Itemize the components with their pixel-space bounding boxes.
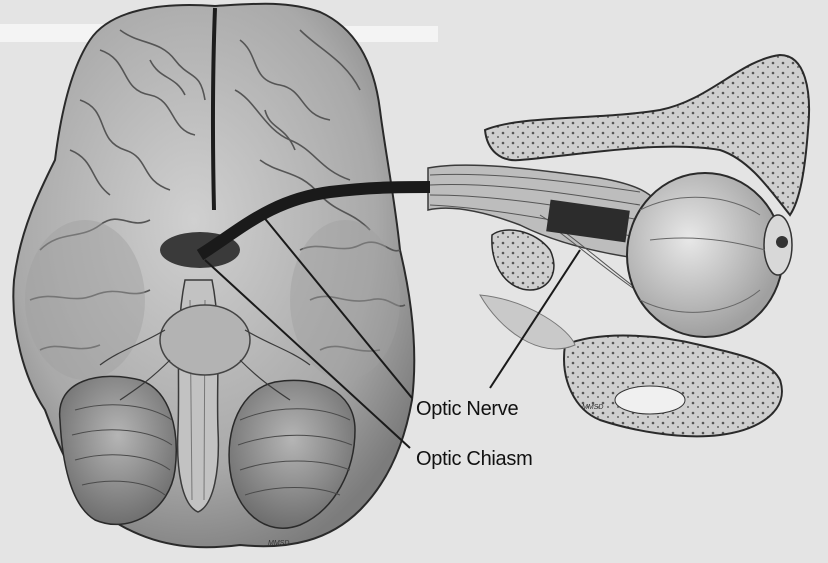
brain-inferior-view bbox=[12, 2, 416, 549]
leader-optic-chiasm bbox=[204, 259, 411, 449]
label-optic-nerve: Optic Nerve bbox=[416, 398, 519, 420]
top-band-right bbox=[338, 26, 438, 42]
intraorbital-nerve bbox=[546, 199, 630, 243]
longitudinal-fissure bbox=[210, 7, 217, 211]
leader-lines bbox=[196, 181, 581, 449]
orbit-sagittal-view bbox=[427, 53, 811, 438]
top-band-left bbox=[0, 24, 110, 42]
sphenoid-fragment bbox=[491, 229, 555, 291]
orbital-floor bbox=[563, 334, 783, 438]
leader-optic-nerve-1 bbox=[261, 214, 413, 399]
optic-tract-line bbox=[196, 181, 431, 261]
artist-signature: MMSD bbox=[268, 540, 290, 547]
label-optic-chiasm: Optic Chiasm bbox=[416, 448, 533, 470]
cerebellar-folia bbox=[71, 404, 353, 496]
orbital-roof bbox=[483, 53, 811, 217]
leader-optic-nerve-2 bbox=[489, 249, 581, 389]
cerebellum-left bbox=[59, 375, 177, 526]
artist-signature-2: MMSD bbox=[582, 404, 604, 411]
pupil bbox=[776, 236, 788, 248]
pons bbox=[159, 304, 251, 376]
